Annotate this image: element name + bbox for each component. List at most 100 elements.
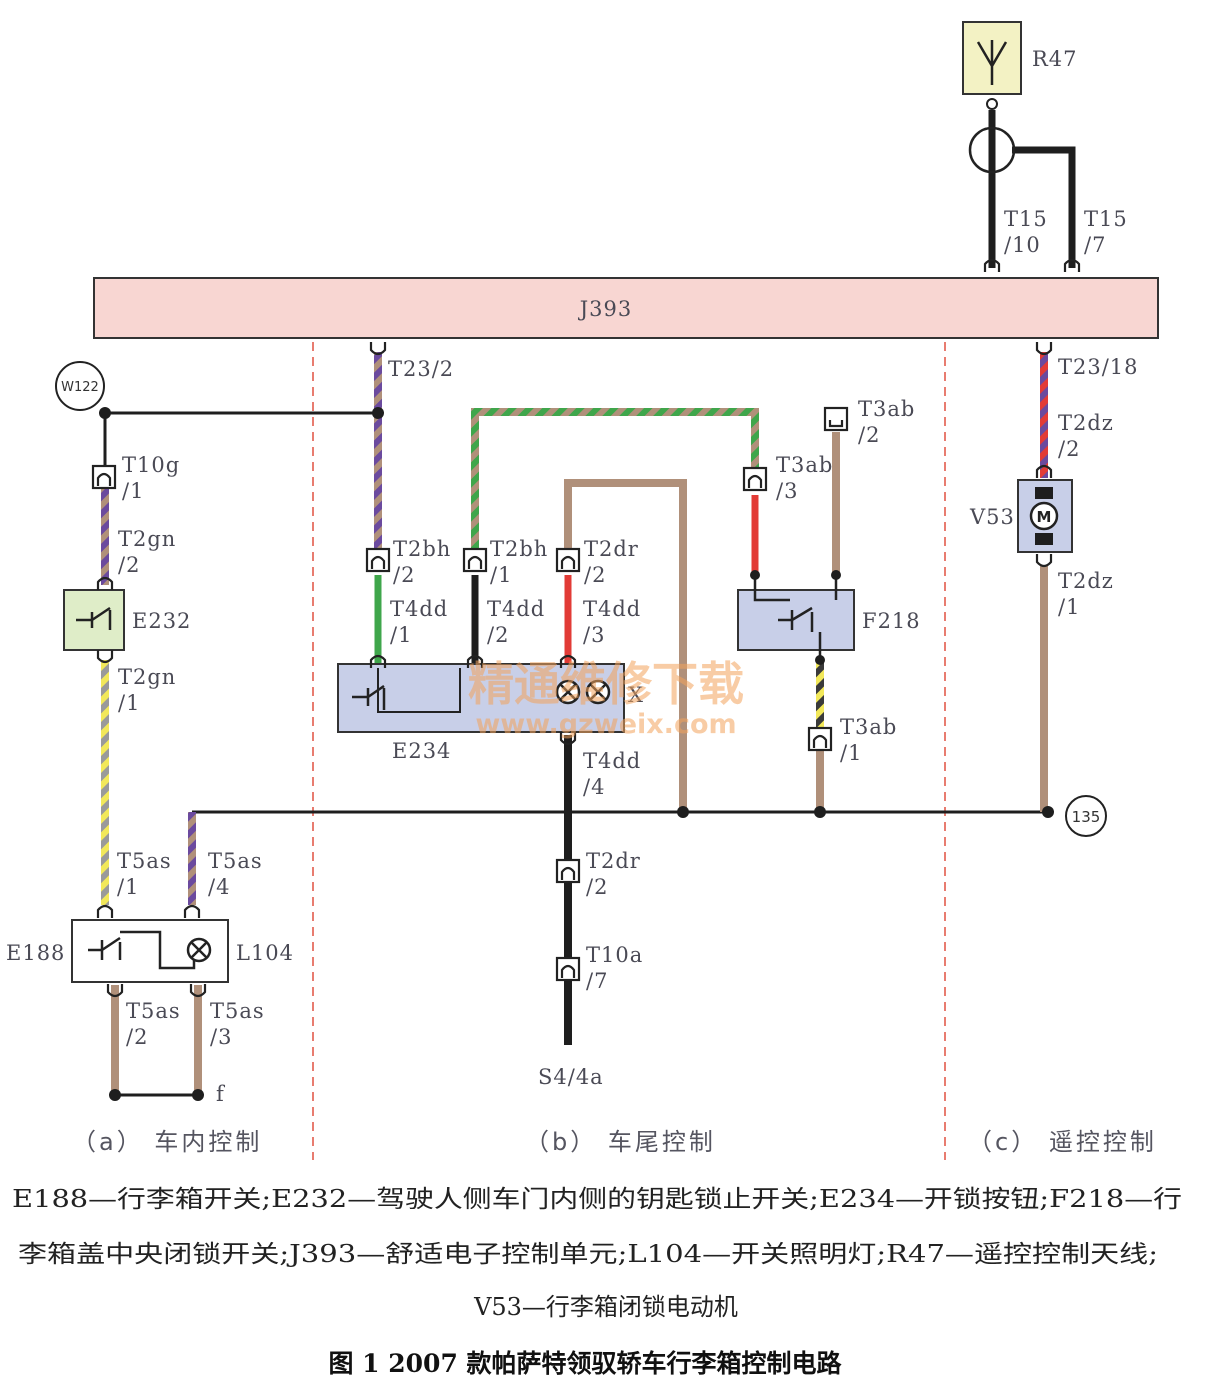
caption: E188—行李箱开关;E232—驾驶人侧车门内侧的钥匙锁止开关;E234—开锁按… xyxy=(12,1185,1182,1378)
t5as-3-label: T5as xyxy=(210,999,265,1023)
f-point-label: f xyxy=(216,1082,226,1106)
t2dz-2-label: T2dz xyxy=(1058,411,1114,435)
t23-18-label: T23/18 xyxy=(1058,355,1139,379)
t10g-pin: /1 xyxy=(122,479,144,503)
t3ab-2-label: T3ab xyxy=(858,397,915,421)
e188-l104-assembly: E188 L104 xyxy=(6,919,294,983)
watermark: 精通维修下载 www.gzweix.com xyxy=(468,657,744,740)
t10g-label: T10g xyxy=(122,453,180,477)
t15-10-pin: /10 xyxy=(1004,233,1041,257)
v53-label: V53 xyxy=(969,505,1015,529)
motor-icon xyxy=(1029,501,1059,531)
t3ab-3-label: T3ab xyxy=(776,453,833,477)
t4dd-4-label: T4dd xyxy=(583,749,641,773)
t2dr-2a-pin: /2 xyxy=(584,563,606,587)
t2dz-1-pin: /1 xyxy=(1058,595,1080,619)
v53-lock-motor: M V53 xyxy=(969,479,1073,553)
l104-label: L104 xyxy=(236,941,294,965)
watermark-line2: www.gzweix.com xyxy=(475,709,736,740)
t4dd-2-label: T4dd xyxy=(487,597,545,621)
j393-control-unit: J393 xyxy=(93,277,1159,339)
t4dd-2-pin: /2 xyxy=(487,623,509,647)
t4dd-3-pin: /3 xyxy=(583,623,605,647)
connector-t2dr-top xyxy=(555,547,581,573)
s4-fuse-label: S4/4a xyxy=(538,1065,604,1089)
t5as-1-pin: /1 xyxy=(117,875,139,899)
caption-line2: 李箱盖中央闭锁开关;J393—舒适电子控制单元;L104—开关照明灯;R47—遥… xyxy=(18,1240,1158,1268)
connector-t2dr-bottom xyxy=(555,858,581,884)
connector-t2bh-2 xyxy=(365,547,391,573)
connector-symbols xyxy=(91,406,849,982)
antenna-icon xyxy=(976,40,1008,85)
coax-shield-icon xyxy=(968,126,1016,174)
t2bh-2-label: T2bh xyxy=(393,537,451,561)
switch-icon xyxy=(753,575,838,660)
wires xyxy=(101,110,1076,1097)
t4dd-4-pin: /4 xyxy=(583,775,605,799)
section-a-label: （a） 车内控制 xyxy=(72,1128,262,1156)
t2gn-2-pin: /2 xyxy=(118,553,140,577)
t10a-pin: /7 xyxy=(586,969,608,993)
connector-t2bh-1 xyxy=(462,547,488,573)
caption-line3: V53—行李箱闭锁电动机 xyxy=(473,1293,738,1321)
t3ab-1-pin: /1 xyxy=(840,741,862,765)
t2dz-2-pin: /2 xyxy=(1058,437,1080,461)
t3ab-3-pin: /3 xyxy=(776,479,798,503)
t15-7-label: T15 xyxy=(1084,207,1128,231)
t2dr-2b-pin: /2 xyxy=(586,875,608,899)
section-b-label: （b） 车尾控制 xyxy=(525,1128,716,1156)
t3ab-1-label: T3ab xyxy=(840,715,897,739)
t3ab-2-pin: /2 xyxy=(858,423,880,447)
e234-unlock-button: X E234 xyxy=(337,663,643,763)
w122-label: W122 xyxy=(61,380,99,395)
w122-ground-icon xyxy=(55,361,105,411)
e234-label: E234 xyxy=(392,739,451,763)
button-switch-icon xyxy=(352,684,386,710)
t2dr-2a-label: T2dr xyxy=(584,537,639,561)
j393-label: J393 xyxy=(578,297,633,321)
t2gn-2-label: T2gn xyxy=(118,527,176,551)
connector-t10g xyxy=(91,464,117,490)
f218-label: F218 xyxy=(862,609,921,633)
connector-t3ab-3 xyxy=(742,466,768,492)
t2dr-2b-label: T2dr xyxy=(586,849,641,873)
e232-lock-switch: E232 xyxy=(63,589,191,651)
r47-label: R47 xyxy=(1032,47,1078,71)
section-c-label: （c） 遥控控制 xyxy=(968,1128,1157,1156)
connector-t3ab-2 xyxy=(823,406,849,432)
pin-symbols xyxy=(96,258,1081,998)
ground-135-icon xyxy=(1065,795,1107,837)
caption-line1: E188—行李箱开关;E232—驾驶人侧车门内侧的钥匙锁止开关;E234—开锁按… xyxy=(12,1185,1182,1213)
t15-7-pin: /7 xyxy=(1084,233,1106,257)
svg-text:M: M xyxy=(1037,508,1052,526)
switch-icon xyxy=(76,606,112,630)
t2bh-2-pin: /2 xyxy=(393,563,415,587)
t2bh-1-pin: /1 xyxy=(490,563,512,587)
r47-antenna: R47 xyxy=(962,21,1078,174)
t10a-label: T10a xyxy=(586,943,643,967)
t5as-2-pin: /2 xyxy=(126,1025,148,1049)
ground-points: W122 135 f S4/4a xyxy=(55,361,1107,1106)
e232-label: E232 xyxy=(132,609,191,633)
t2gn-1-pin: /1 xyxy=(118,691,140,715)
t2dz-1-label: T2dz xyxy=(1058,569,1114,593)
t5as-2-label: T5as xyxy=(126,999,181,1023)
junction-dots xyxy=(99,407,1054,1101)
t4dd-1-label: T4dd xyxy=(390,597,448,621)
t23-2-label: T23/2 xyxy=(388,357,454,381)
t4dd-1-pin: /1 xyxy=(390,623,412,647)
t5as-1-label: T5as xyxy=(117,849,172,873)
t5as-4-pin: /4 xyxy=(208,875,230,899)
e188-label: E188 xyxy=(6,941,65,965)
connector-t10a xyxy=(555,956,581,982)
t5as-3-pin: /3 xyxy=(210,1025,232,1049)
trunk-switch-icon xyxy=(88,930,196,970)
f218-central-lock-switch: F218 xyxy=(737,570,921,665)
connector-t3ab-1 xyxy=(807,726,833,752)
t2gn-1-label: T2gn xyxy=(118,665,176,689)
connector-labels: T15 /10 T15 /7 T23/2 T23/18 T10g /1 T2gn… xyxy=(117,207,1139,1049)
figure-title: 图 1 2007 款帕萨特领驭轿车行李箱控制电路 xyxy=(328,1349,842,1378)
t4dd-3-label: T4dd xyxy=(583,597,641,621)
t15-10-label: T15 xyxy=(1004,207,1048,231)
